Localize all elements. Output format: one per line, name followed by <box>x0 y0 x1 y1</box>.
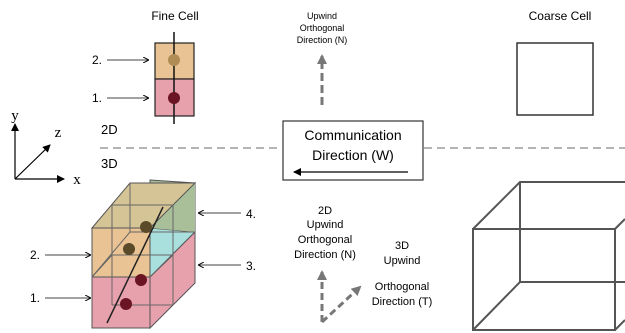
coarse3d-front <box>472 228 616 331</box>
axis-z-label: z <box>55 125 62 141</box>
t3d-line4: Direction (T) <box>372 296 433 308</box>
fine3d-grid-6 <box>149 254 174 278</box>
upwind-n-label-line1: Upwind <box>307 11 337 21</box>
communication-box <box>282 120 424 181</box>
axis-y-label: y <box>11 108 19 124</box>
coarse-cell-2d <box>516 42 594 116</box>
fine3d-dot-2 <box>123 243 135 255</box>
axes: y z x <box>11 108 81 188</box>
t3d-line1: 3D <box>395 240 409 252</box>
coarse-cell-title: Coarse Cell <box>529 9 592 23</box>
communication-label-line2: Direction (W) <box>312 147 394 163</box>
fine3d-label-3: 3. <box>246 259 256 273</box>
upwind-n-label-line3: Direction (N) <box>297 35 348 45</box>
n3d-line1: 2D <box>318 205 332 217</box>
fine3d-label-1: 1. <box>30 291 40 305</box>
coarse3d-top-edges <box>472 181 625 230</box>
upwind-n-label-line2: Orthogonal <box>300 23 345 33</box>
axis-z-line <box>14 144 51 180</box>
t3d-line3: Orthogonal <box>375 281 429 293</box>
n3d-line4: Direction (N) <box>294 249 356 261</box>
n3d-line2: Upwind <box>307 219 344 231</box>
fine3d-dot-3 <box>135 274 147 286</box>
fine2d-label-1: 1. <box>92 91 102 105</box>
fine-cell-2d-dot-1 <box>168 92 180 104</box>
t-arrow-3d <box>320 285 362 324</box>
communication-label-line1: Communication <box>304 127 401 143</box>
coarse3d-right-bottom <box>614 319 625 331</box>
fine3d-label-4: 4. <box>246 207 256 221</box>
t3d-line2: Upwind <box>384 255 421 267</box>
fine3d-dot-4 <box>140 221 152 233</box>
fine-cell-2d <box>154 32 195 124</box>
n3d-line3: Orthogonal <box>298 234 352 246</box>
dim-2d-label: 2D <box>101 122 118 137</box>
fine-cell-title: Fine Cell <box>151 9 198 23</box>
dim-3d-label: 3D <box>101 156 118 171</box>
fine-cell-2d-dot-2 <box>168 54 180 66</box>
axis-x-label: x <box>73 172 81 188</box>
fine3d-label-2: 2. <box>30 248 40 262</box>
fine2d-label-2: 2. <box>92 53 102 67</box>
coarse-cell-3d <box>472 181 625 331</box>
fine3d-dot-1 <box>120 298 132 310</box>
fine3d-grid-11 <box>91 231 131 278</box>
fine-cell-3d <box>90 179 197 330</box>
coarse3d-right-top <box>614 218 625 230</box>
fine3d-diagonal <box>106 206 164 324</box>
